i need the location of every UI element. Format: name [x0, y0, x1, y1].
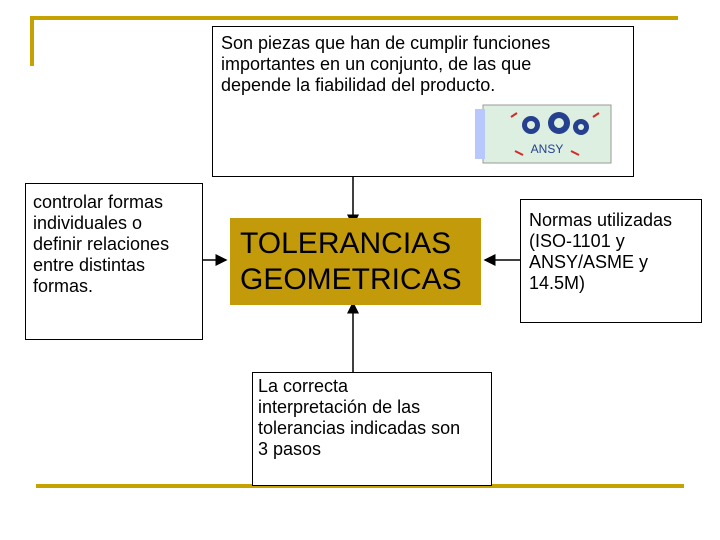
center-title: TOLERANCIAS GEOMETRICAS — [240, 226, 462, 298]
forms-control-text: controlar formas individuales o definir … — [33, 192, 169, 297]
interpretation-text: La correcta interpretación de las tolera… — [258, 376, 460, 460]
standards-box: Normas utilizadas (ISO-1101 y ANSY/ASME … — [520, 199, 702, 323]
definition-text: Son piezas que han de cumplir funciones … — [221, 33, 550, 96]
standards-text: Normas utilizadas (ISO-1101 y ANSY/ASME … — [529, 210, 672, 294]
svg-text:ANSY: ANSY — [531, 142, 564, 156]
center-title-box: TOLERANCIAS GEOMETRICAS — [230, 218, 481, 305]
definition-box: Son piezas que han de cumplir funciones … — [212, 26, 634, 177]
interpretation-box: La correcta interpretación de las tolera… — [252, 372, 492, 486]
gears-emblem-icon: ANSY — [471, 103, 623, 165]
forms-control-box: controlar formas individuales o definir … — [25, 183, 203, 340]
